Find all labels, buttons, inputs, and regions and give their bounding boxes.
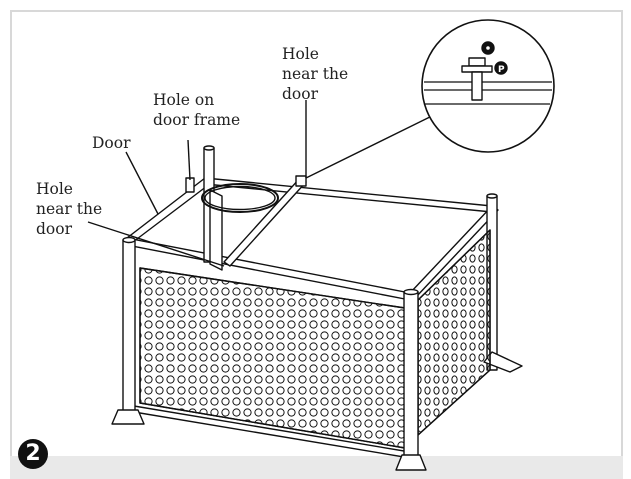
- back-rail: [204, 177, 493, 213]
- step-number-badge: 2: [18, 439, 48, 469]
- svg-text:P: P: [498, 65, 505, 75]
- leader-line-door-frame: [187, 139, 191, 181]
- door-frame-inner: [209, 189, 223, 271]
- front-mesh-panel: [139, 267, 406, 449]
- label-door: Door: [92, 134, 131, 152]
- bottom-band: [10, 456, 623, 479]
- label-hole-near-door-top: Hole near the door: [282, 45, 349, 103]
- callout-leader: [305, 111, 441, 179]
- ring: [201, 183, 279, 213]
- right-mesh-panel: [417, 229, 491, 436]
- leader-line-door: [125, 151, 159, 215]
- left-rail: [126, 177, 212, 243]
- label-hole-near-door-left: Hole near the door: [36, 180, 103, 238]
- front-right-post: [403, 291, 419, 463]
- label-hole-on-door-frame: Hole on door frame: [153, 91, 241, 129]
- leader-line-left-hole: [87, 221, 225, 267]
- callout-circle: [421, 19, 555, 153]
- front-left-post: [122, 239, 136, 419]
- middle-bar: [223, 177, 307, 267]
